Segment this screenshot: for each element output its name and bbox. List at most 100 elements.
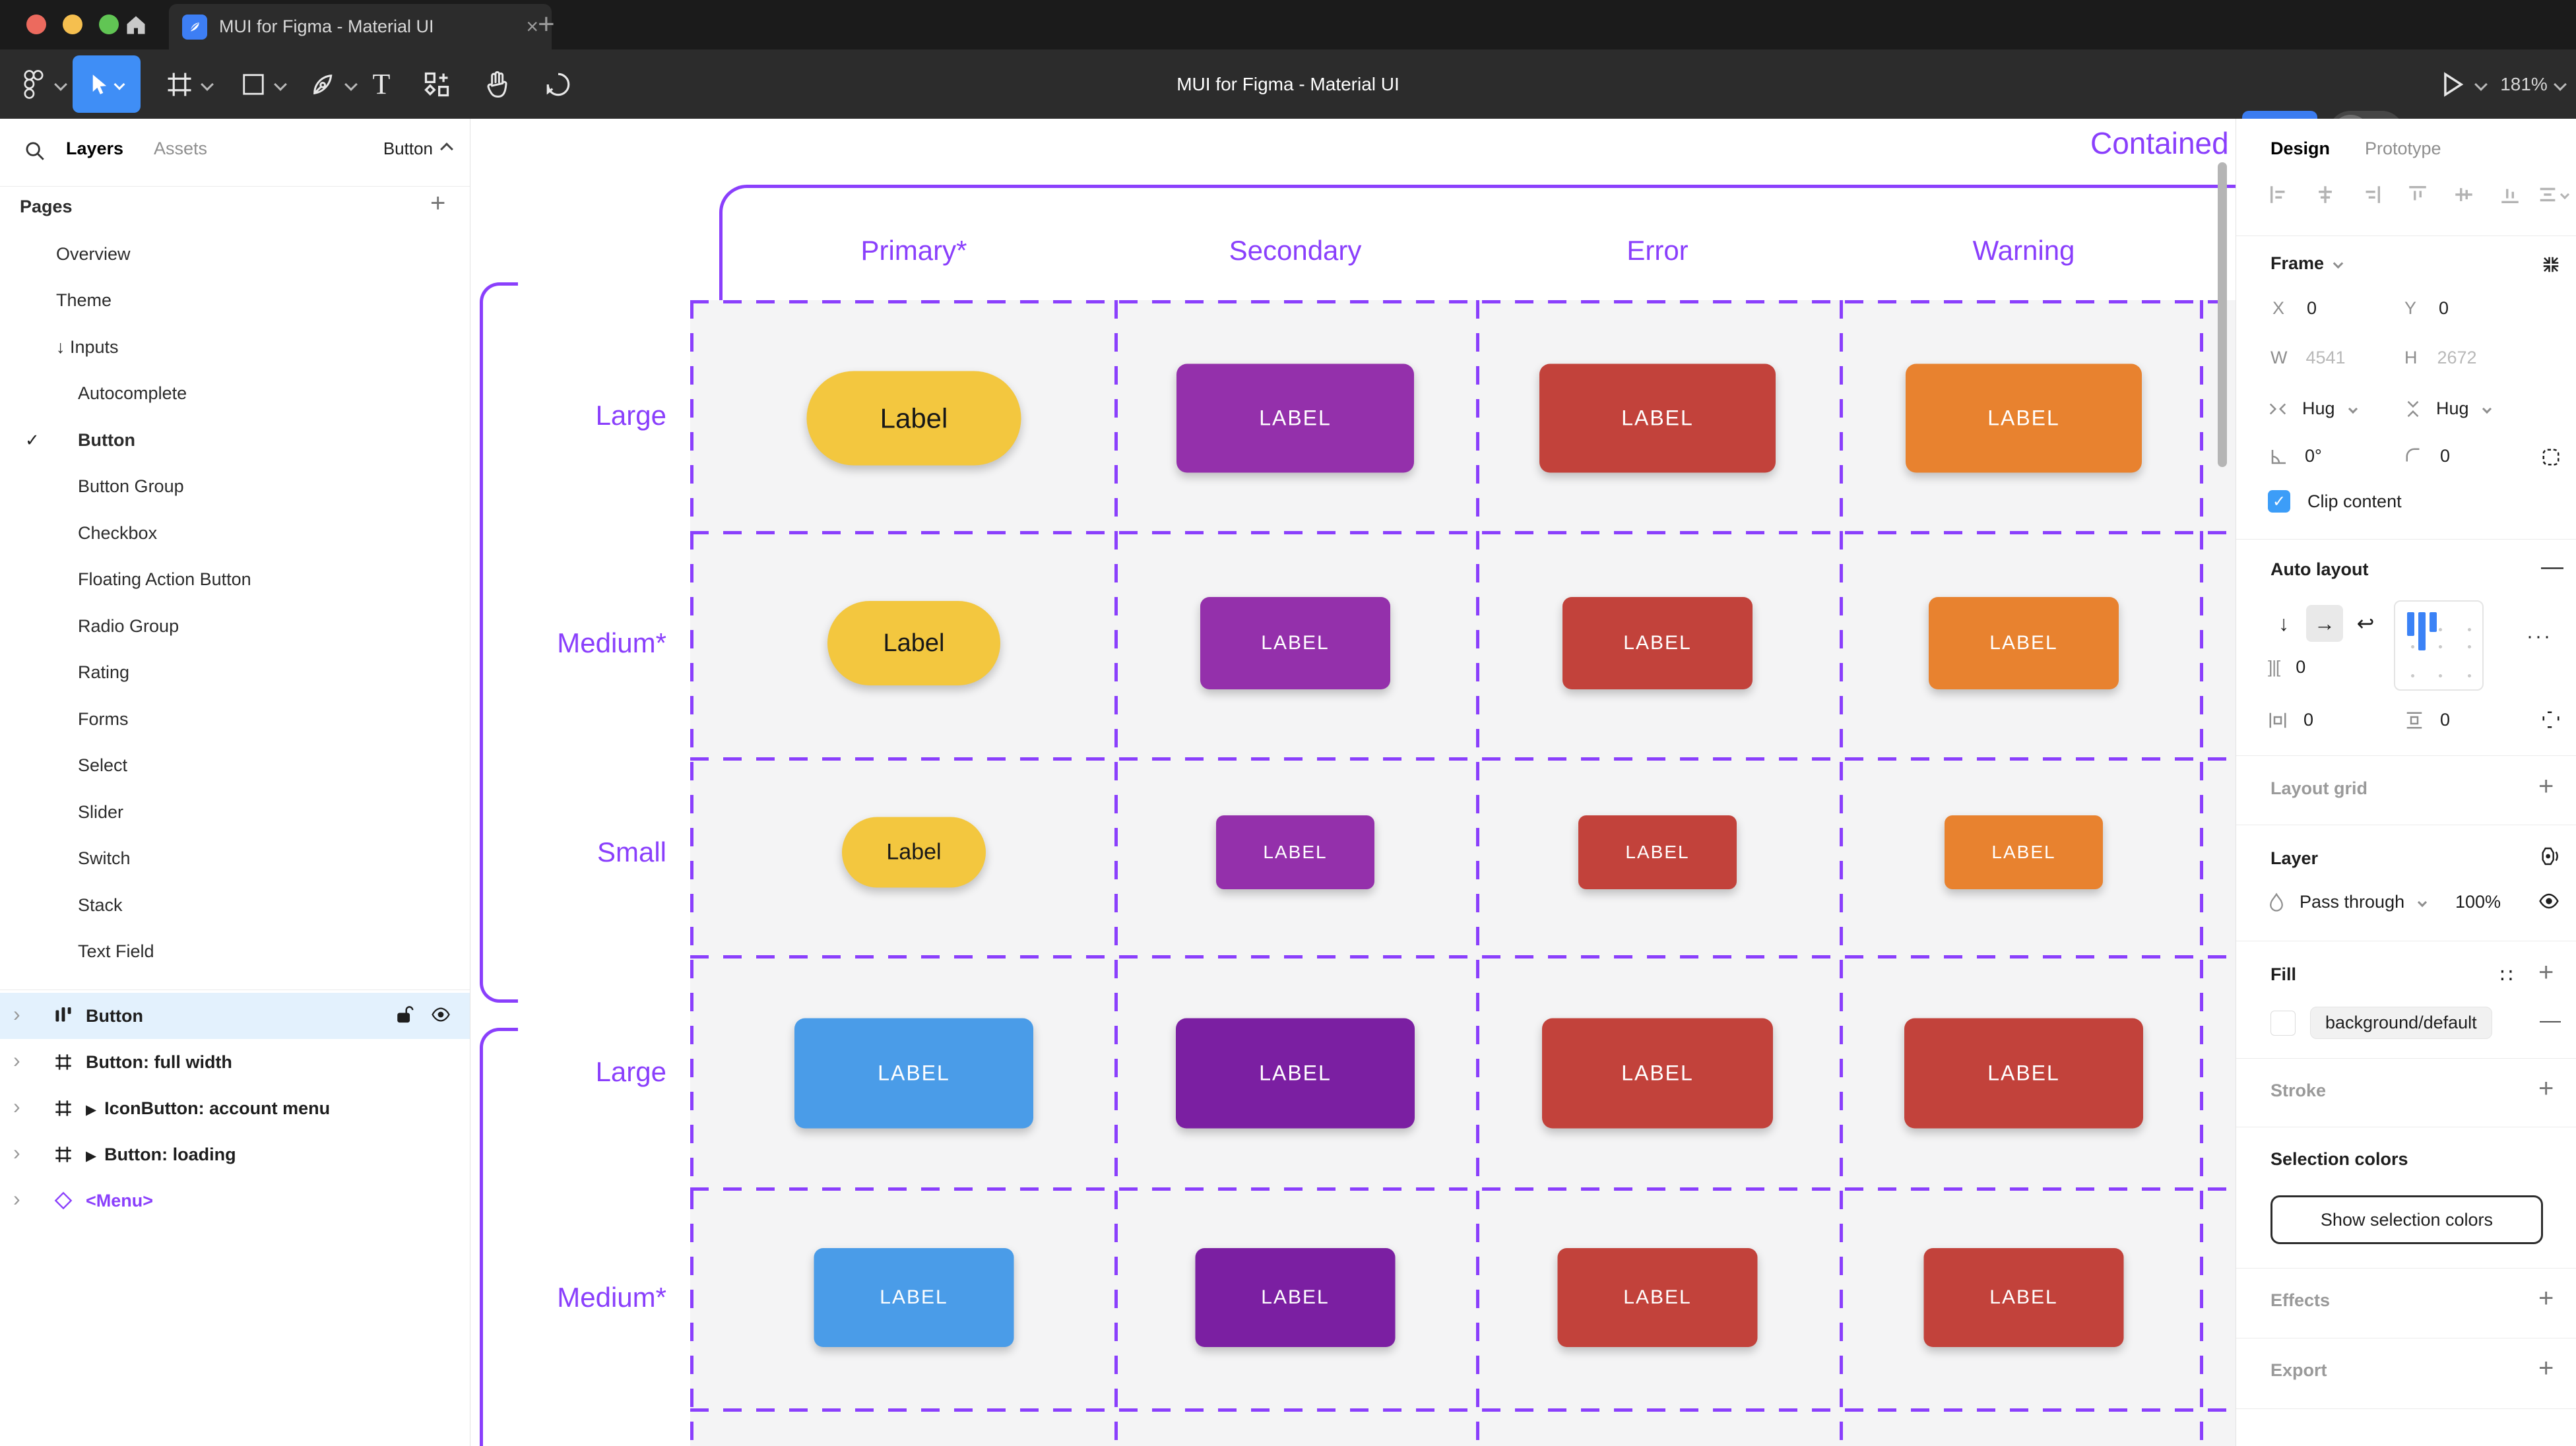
expand-chevron-icon[interactable]: › [13,1002,20,1026]
canvas-button-variant[interactable]: LABEL [1176,1018,1415,1129]
fill-row[interactable]: background/default [2270,1007,2492,1039]
canvas-button-variant[interactable]: LABEL [1176,363,1414,473]
shape-tool-icon[interactable] [238,49,269,119]
tab-prototype[interactable]: Prototype [2365,139,2441,158]
home-icon[interactable] [124,13,148,37]
present-play-icon[interactable] [2436,49,2470,119]
h-sizing-dropdown[interactable]: Hug [2268,398,2358,419]
align-h-center-icon[interactable] [2314,183,2336,206]
add-fill-button[interactable]: + [2538,958,2554,987]
remove-auto-layout-button[interactable]: — [2541,554,2563,579]
pen-chevron-icon[interactable] [343,49,359,119]
window-close-button[interactable] [26,15,46,34]
canvas-button-variant[interactable]: LABEL [1557,1248,1758,1347]
canvas-button-variant[interactable]: LABEL [794,1018,1033,1129]
fill-color-swatch[interactable] [2270,1010,2296,1036]
shape-chevron-icon[interactable] [273,49,288,119]
sidebar-page-button-group[interactable]: Button Group [0,464,470,510]
v-padding-field[interactable]: 0 [2404,710,2450,730]
sidebar-page-radio-group[interactable]: Radio Group [0,603,470,649]
tab-assets[interactable]: Assets [154,139,208,158]
canvas-button-variant[interactable]: LABEL [1906,363,2142,473]
frame-chevron-icon[interactable] [199,49,215,119]
canvas-button-variant[interactable]: LABEL [1195,1248,1396,1347]
layer-row-iconbutton-account-menu[interactable]: ›▶IconButton: account menu [0,1085,470,1131]
pen-tool-icon[interactable] [307,49,339,119]
clip-content-checkbox[interactable]: ✓ Clip content [2268,490,2402,513]
fill-token-chip[interactable]: background/default [2310,1007,2492,1039]
align-left-icon[interactable] [2268,183,2290,206]
fill-styles-icon[interactable]: ∷ [2500,965,2515,987]
v-sizing-dropdown[interactable]: Hug [2404,398,2492,419]
auto-layout-right-button[interactable]: → [2306,605,2343,642]
auto-layout-more-icon[interactable]: ··· [2527,625,2552,647]
menu-chevron-icon[interactable] [53,49,69,119]
sidebar-page-floating-action-button[interactable]: Floating Action Button [0,557,470,603]
canvas-button-variant[interactable]: LABEL [814,1248,1014,1347]
collapse-frame-icon[interactable] [2541,255,2561,274]
add-effect-button[interactable]: + [2538,1284,2554,1313]
resources-tool-icon[interactable] [420,49,454,119]
independent-corners-icon[interactable] [2541,447,2561,467]
show-selection-colors-button[interactable]: Show selection colors [2270,1195,2543,1244]
page-switcher[interactable]: Button [383,139,453,159]
canvas-button-variant[interactable]: LABEL [1578,815,1737,889]
canvas-button-variant[interactable]: LABEL [1929,597,2119,689]
canvas-button-variant[interactable]: LABEL [1539,363,1776,473]
blend-mode-icon[interactable] [2538,846,2560,867]
search-icon[interactable] [24,140,46,162]
layer-visible-eye-icon[interactable] [2538,891,2560,912]
layer-row-button[interactable]: ›Button [0,993,470,1039]
layer-opacity-field[interactable]: 100% [2455,892,2501,912]
expand-chevron-icon[interactable]: › [13,1187,20,1210]
layer-row-button-loading[interactable]: ›▶Button: loading [0,1131,470,1178]
add-stroke-button[interactable]: + [2538,1074,2554,1103]
text-tool-icon[interactable]: T [372,68,391,100]
expand-chevron-icon[interactable]: › [13,1141,20,1164]
figma-menu-icon[interactable] [18,49,49,119]
sidebar-page-button[interactable]: ✓Button [0,417,470,463]
window-minimize-button[interactable] [63,15,82,34]
sidebar-page-overview[interactable]: Overview [0,231,470,277]
sidebar-page-autocomplete[interactable]: Autocomplete [0,371,470,417]
align-right-icon[interactable] [2360,183,2383,206]
frame-tool-icon[interactable] [164,49,195,119]
canvas-button-variant[interactable]: LABEL [1923,1248,2124,1347]
auto-layout-wrap-button[interactable]: ↩ [2356,612,2375,635]
layer-row--menu-[interactable]: ›<Menu> [0,1178,470,1224]
align-bottom-icon[interactable] [2499,183,2521,206]
window-zoom-button[interactable] [99,15,119,34]
canvas-button-variant[interactable]: LABEL [1200,597,1390,689]
canvas-button-variant[interactable]: Label [827,601,1000,685]
gap-field[interactable]: ]|[ 0 [2268,657,2306,677]
file-tab[interactable]: MUI for Figma - Material UI × [169,4,552,49]
canvas-button-variant[interactable]: Label [806,371,1021,466]
sidebar-page-switch[interactable]: Switch [0,836,470,882]
tab-close-icon[interactable]: × [526,15,538,38]
auto-layout-down-button[interactable]: ↓ [2278,611,2289,635]
corner-radius-field[interactable]: 0 [2404,446,2450,466]
sidebar-page-checkbox[interactable]: Checkbox [0,510,470,556]
sidebar-page-select[interactable]: Select [0,743,470,789]
comment-tool-icon[interactable] [541,49,575,119]
move-tool-button[interactable] [73,55,141,113]
eye-icon[interactable] [431,1005,451,1024]
tab-design[interactable]: Design [2270,139,2331,158]
add-layout-grid-button[interactable]: + [2538,772,2554,801]
sidebar-page-rating[interactable]: Rating [0,650,470,696]
expand-chevron-icon[interactable]: › [13,1094,20,1118]
rotation-field[interactable]: 0° [2269,446,2322,466]
sidebar-page-stack[interactable]: Stack [0,882,470,928]
frame-section-header[interactable]: Frame [2270,253,2344,274]
auto-layout-alignment-widget[interactable] [2394,600,2484,691]
sidebar-page-theme[interactable]: Theme [0,278,470,324]
new-tab-button[interactable]: + [538,8,555,40]
align-top-icon[interactable] [2406,183,2429,206]
canvas-button-variant[interactable]: LABEL [1542,1018,1773,1129]
add-export-button[interactable]: + [2538,1354,2554,1383]
canvas-button-variant[interactable]: LABEL [1945,815,2103,889]
